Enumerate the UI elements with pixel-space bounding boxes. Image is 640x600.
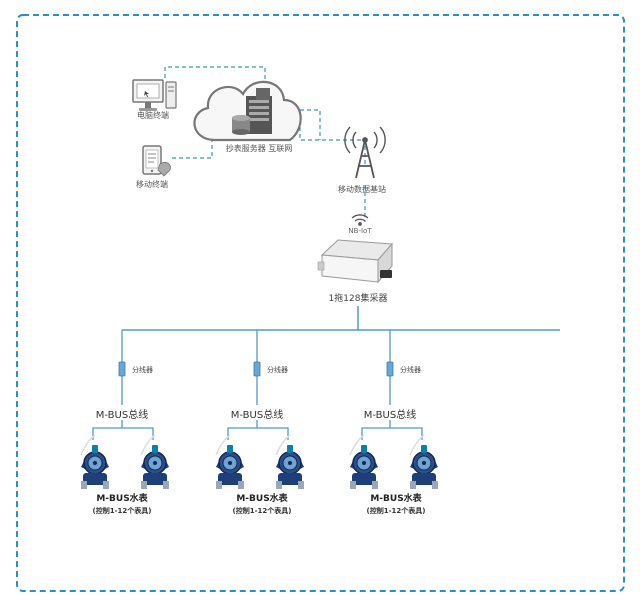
meter-label-1: M-BUS水表 [96, 494, 148, 504]
bus-label-1: M-BUS总线 [95, 410, 149, 421]
mobile-terminal-label: 移动终端 [136, 180, 168, 189]
concentrator-device-icon [317, 239, 394, 284]
water-meter-pair-3 [349, 434, 439, 490]
control-label-2: (控制1-12个表具) [232, 507, 292, 515]
splitter-label-2: 分线器 [267, 366, 288, 374]
base-station-label: 移动数据基站 [338, 185, 386, 194]
water-meter-pair-1 [80, 434, 170, 490]
control-label-3: (控制1-12个表具) [366, 507, 426, 515]
bus-label-2: M-BUS总线 [230, 410, 284, 421]
concentrator-label: 1拖128集采器 [328, 294, 388, 304]
splitter-label-1: 分线器 [132, 366, 153, 374]
pc-terminal-icon [132, 79, 177, 111]
bus-label-3: M-BUS总线 [363, 410, 417, 421]
wifi-signal-icon [351, 214, 369, 226]
splitter-box-1 [118, 361, 126, 377]
mobile-terminal-icon [142, 145, 171, 177]
pc-terminal-label: 电脑终端 [137, 111, 169, 120]
cloud-server-label: 抄表服务器 互联网 [225, 144, 293, 153]
meter-label-2: M-BUS水表 [236, 494, 288, 504]
nbiot-label: NB-IoT [348, 227, 372, 235]
splitter-box-3 [386, 361, 394, 377]
splitter-label-3: 分线器 [400, 366, 421, 374]
cloud-server-icon [193, 80, 302, 142]
control-label-1: (控制1-12个表具) [92, 507, 152, 515]
splitter-box-2 [253, 361, 261, 377]
base-station-icon [344, 126, 386, 179]
water-meter-pair-2 [215, 434, 305, 490]
branch-1-lines [92, 330, 154, 440]
outer-frame [16, 14, 625, 592]
meter-label-3: M-BUS水表 [370, 494, 422, 504]
branch-2-lines [227, 330, 289, 440]
branch-3-lines [361, 330, 423, 440]
